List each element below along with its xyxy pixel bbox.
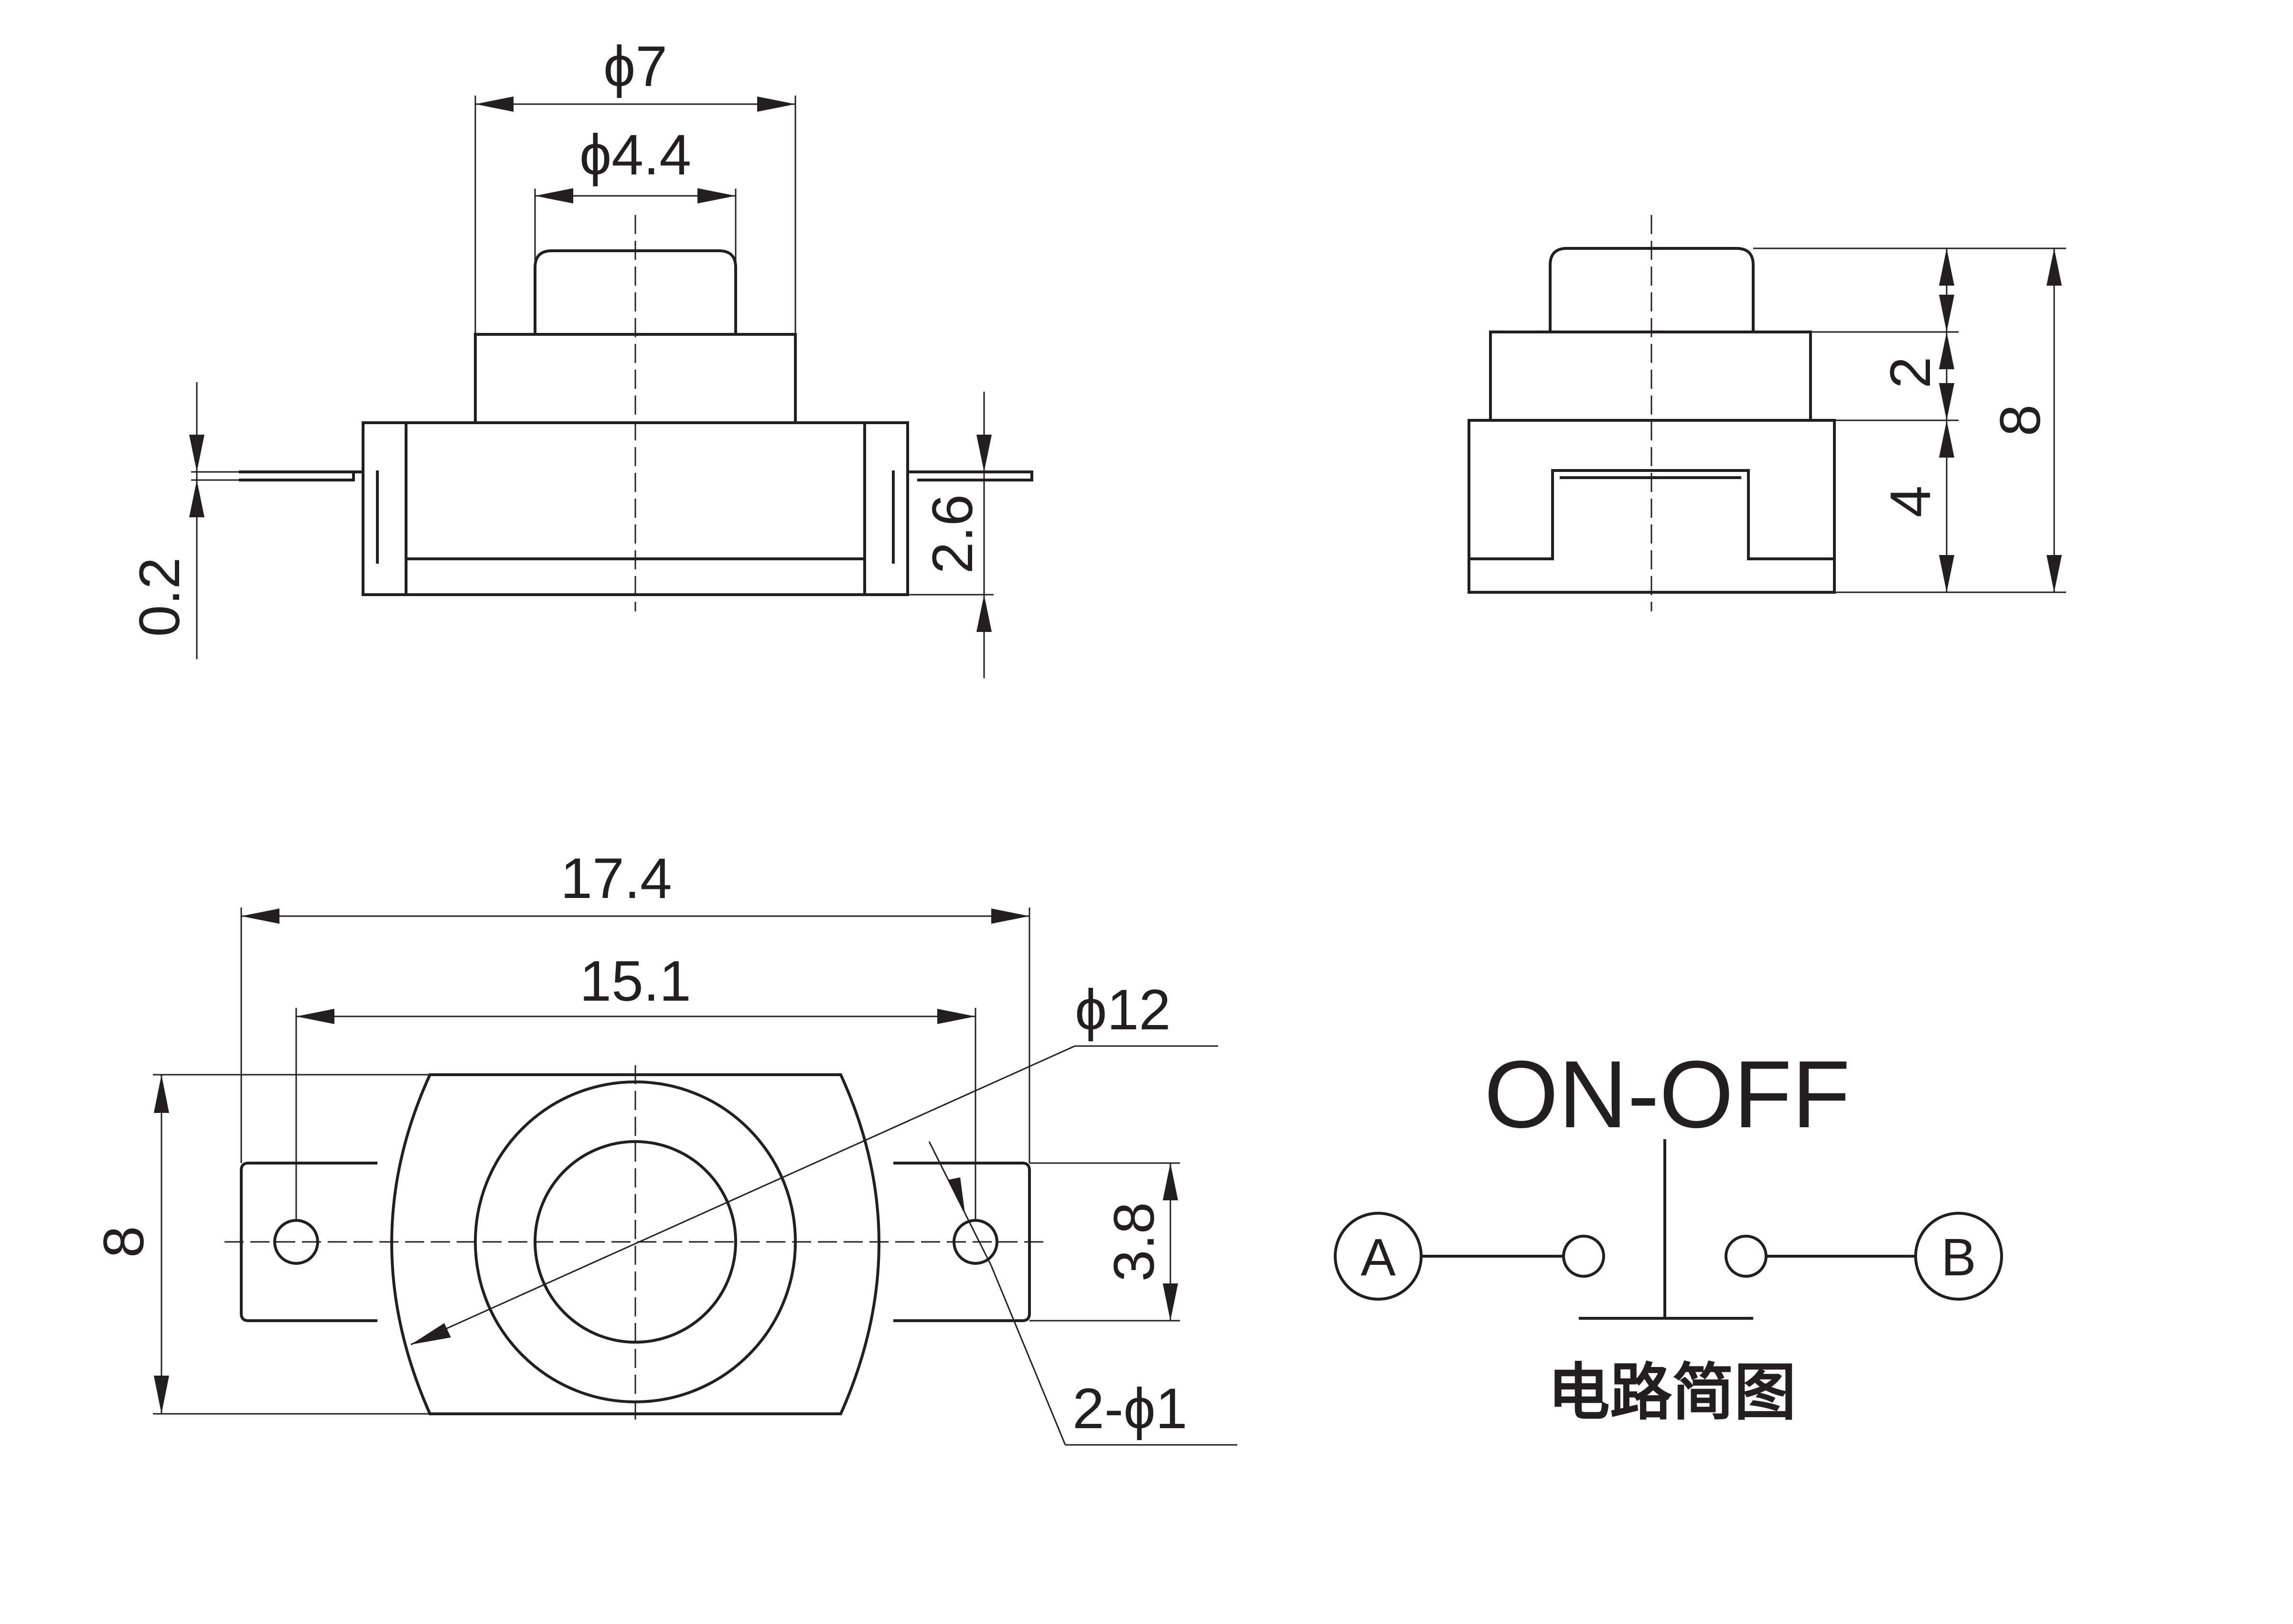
terminal-a-label: A (1361, 1228, 1396, 1287)
side-collar (1489, 331, 1812, 422)
dim-top-hole-spacing: 15.1 (579, 949, 691, 1013)
terminal-a (1334, 1212, 1423, 1301)
circuit-caption: 电路简图 (1548, 1356, 1796, 1429)
circuit-title: ON-OFF (1484, 1041, 1851, 1148)
front-left-pin (239, 470, 379, 564)
dim-top-body-height: 8 (92, 1226, 156, 1258)
contact-right (1725, 1235, 1768, 1278)
dim-top-holes: 2-ϕ1 (1072, 1377, 1188, 1441)
dim-side-total-height: 8 (1988, 405, 2052, 437)
circuit-diagram: ON-OFF A B 电路简图 (1334, 1041, 2003, 1429)
dim-front-pin-thickness: 0.2 (128, 557, 192, 637)
dim-side-cap-height: 2 (1878, 357, 1942, 389)
top-body-outline (390, 1073, 880, 1415)
dim-side-base-height: 4 (1878, 486, 1942, 518)
side-body-notch (1469, 469, 1834, 560)
terminal-b-label: B (1941, 1228, 1976, 1287)
front-view: ϕ7 ϕ4.4 0.2 2.6 (128, 34, 1033, 678)
top-view: 17.4 15.1 ϕ12 8 3.8 2-ϕ1 (92, 846, 1237, 1446)
terminal-b (1914, 1212, 2003, 1301)
dim-top-overall-length: 17.4 (560, 846, 672, 910)
dim-front-pin-height: 2.6 (921, 494, 985, 574)
front-right-pin (892, 470, 1033, 564)
dim-top-tab-width: 3.8 (1102, 1202, 1166, 1282)
dim-front-outer-diameter: ϕ7 (603, 34, 667, 98)
side-view: 2 4 8 (1468, 215, 2066, 611)
dim-front-inner-diameter: ϕ4.4 (579, 123, 691, 187)
contact-left (1562, 1235, 1605, 1278)
dim-top-body-diameter: ϕ12 (1075, 978, 1171, 1042)
